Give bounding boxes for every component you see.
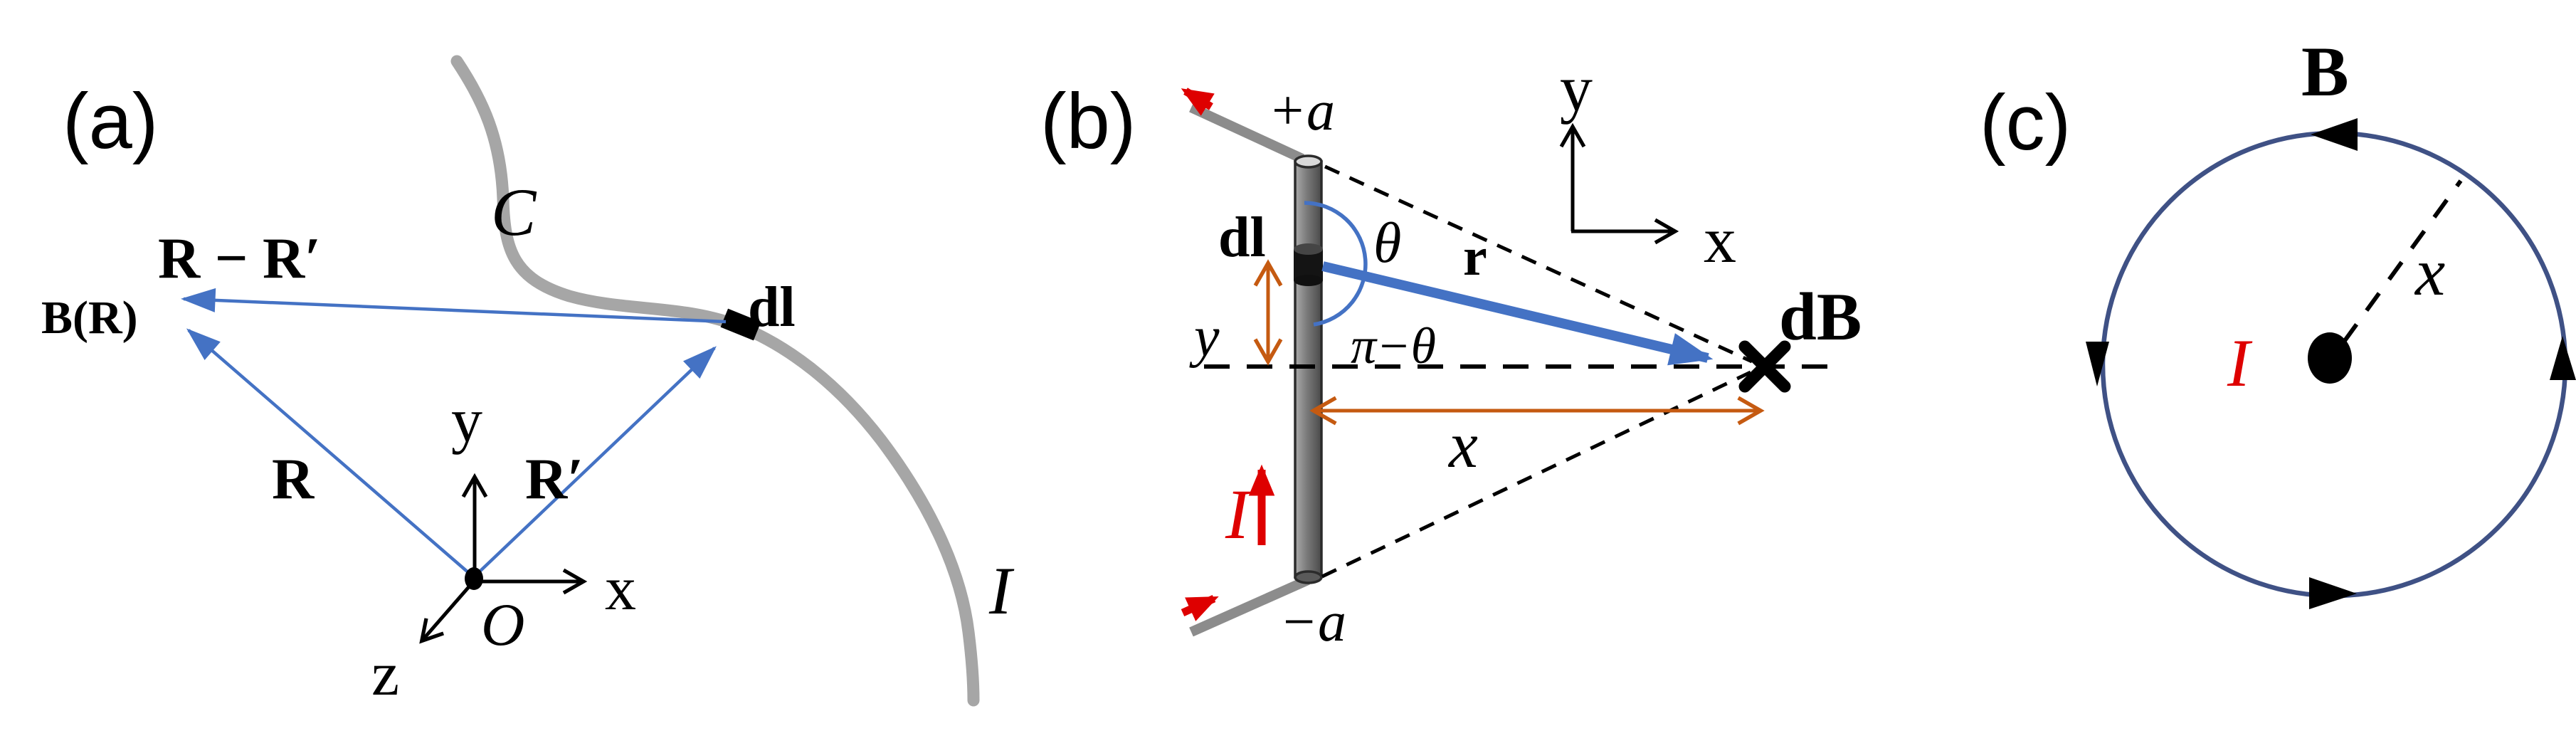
current-label-b: I xyxy=(1225,475,1252,554)
vector-label-R-minus-Rprime: R − R′ xyxy=(158,226,321,290)
current-out-dot xyxy=(2308,332,2352,384)
vector-r xyxy=(1321,261,1714,366)
field-point-cross-marker xyxy=(1738,340,1791,393)
angle-label-theta: θ xyxy=(1373,212,1401,275)
distance-label-x: x xyxy=(1447,409,1478,481)
panel-c: (c) B I x xyxy=(1980,32,2576,609)
end-label-minus-a: −a xyxy=(1279,591,1346,653)
field-direction-arrow-bottom xyxy=(2309,577,2357,609)
axis-x-label-b: x xyxy=(1704,204,1736,276)
vector-label-r: r xyxy=(1463,227,1487,287)
dashed-line-from-plus-a xyxy=(1324,164,1753,364)
panel-a-label: (a) xyxy=(63,78,158,165)
current-arrow-top xyxy=(1181,88,1215,116)
current-curve-C xyxy=(450,55,980,707)
distance-label-y: y xyxy=(1189,306,1220,369)
axis-x-label-a: x xyxy=(605,554,636,623)
wire-top-extension xyxy=(1189,102,1304,164)
field-label-dB: dB xyxy=(1779,279,1862,354)
field-direction-arrow-top xyxy=(2311,118,2358,151)
axis-z-label-a: z xyxy=(371,640,399,709)
dashed-radius-x xyxy=(2342,179,2463,343)
current-element-dl-b xyxy=(1294,243,1323,286)
panel-b: (b) xyxy=(1040,52,1862,653)
panel-c-label: (c) xyxy=(1980,79,2071,167)
angle-label-pi-minus-theta: π−θ xyxy=(1351,317,1436,374)
axis-z-a xyxy=(419,583,473,644)
field-direction-arrow-right xyxy=(2550,336,2576,380)
curve-label-C: C xyxy=(491,174,537,250)
dl-label-b: dl xyxy=(1218,206,1266,269)
radius-label-x: x xyxy=(2414,234,2445,310)
current-label-a: I xyxy=(988,553,1015,628)
vector-R-minus-Rprime xyxy=(180,288,727,324)
vector-label-R: R xyxy=(272,446,315,511)
current-label-c: I xyxy=(2227,325,2253,401)
panel-a: (a) C dl B(R) R − R′ R R′ I y x z O xyxy=(41,55,1015,709)
panel-b-label: (b) xyxy=(1040,78,1136,165)
wire-rod xyxy=(1294,154,1323,584)
angle-arc-theta xyxy=(1304,201,1368,327)
axis-y-label-b: y xyxy=(1560,52,1593,125)
field-direction-arrow-left xyxy=(2086,342,2109,386)
field-label-B: B xyxy=(2301,32,2349,111)
dl-label-a: dl xyxy=(748,276,796,339)
dashed-line-from-minus-a xyxy=(1321,370,1752,579)
end-label-plus-a: +a xyxy=(1268,80,1335,142)
current-arrow-bottom xyxy=(1181,594,1219,621)
origin-dot xyxy=(465,567,483,590)
wire-bottom-extension xyxy=(1189,575,1310,637)
origin-label-O: O xyxy=(481,591,524,658)
axis-y-label-a: y xyxy=(451,386,482,456)
current-element-dl-segment xyxy=(720,308,761,341)
field-label-BR: B(R) xyxy=(41,292,138,344)
vector-R-prime xyxy=(477,346,717,574)
vector-label-R-prime: R′ xyxy=(525,446,584,511)
vector-R xyxy=(186,328,471,575)
